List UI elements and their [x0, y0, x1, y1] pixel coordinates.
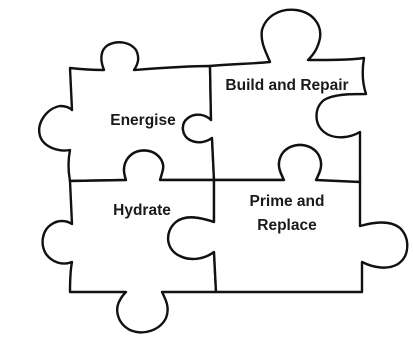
- puzzle-piece-hydrate: [41, 149, 218, 334]
- label-build-and-repair: Build and Repair: [225, 77, 348, 94]
- puzzle-piece-prime-and-replace: [167, 143, 409, 294]
- label-energise: Energise: [110, 112, 176, 129]
- label-prime-and-replace-line-2: Replace: [257, 217, 317, 234]
- label-hydrate: Hydrate: [113, 202, 171, 219]
- puzzle-piece-build-and-repair: [181, 8, 368, 184]
- label-prime-and-replace-line-1: Prime and: [250, 193, 325, 210]
